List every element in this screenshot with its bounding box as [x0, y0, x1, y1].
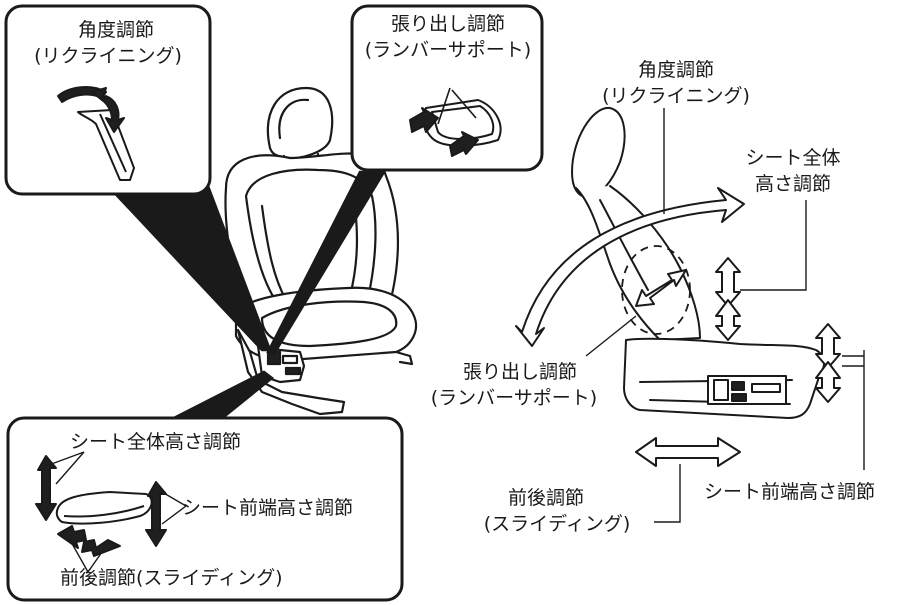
- callout-leaders: [105, 170, 387, 422]
- switch-inset-box: [6, 416, 404, 602]
- lumbar-inset-subtitle: (ランバーサポート): [364, 39, 532, 61]
- slide-side-title: 前後調節: [507, 487, 584, 509]
- height-side-subtitle: 高さ調節: [754, 173, 831, 195]
- side-leaders: [585, 108, 865, 523]
- recline-side-subtitle: (リクライニング): [602, 85, 750, 107]
- recline-side-title: 角度調節: [637, 59, 714, 81]
- lumbar-range-circle: [621, 245, 691, 335]
- lumbar-inset-title: 張り出し調節: [390, 13, 505, 35]
- front-height-side-label: シート前端高さ調節: [704, 481, 876, 503]
- recline-inset-subtitle: (リクライニング): [34, 45, 182, 67]
- recline-lever-icon: [57, 86, 135, 181]
- slide-side-subtitle: (スライディング): [483, 513, 631, 535]
- switch-inset-leaders: [45, 451, 187, 573]
- switch-slide-label: 前後調節(スライディング): [60, 567, 283, 589]
- seat-switch-icon: [35, 455, 167, 557]
- height-side-title: シート全体: [745, 147, 841, 169]
- switch-front-height-label: シート前端高さ調節: [182, 497, 354, 519]
- lumbar-side-subtitle: (ランバーサポート): [430, 387, 598, 409]
- lumbar-switch-icon: [409, 87, 502, 157]
- recline-inset-title: 角度調節: [77, 19, 154, 41]
- side-arrows: [515, 187, 841, 467]
- seat-side-view-illustration: [571, 106, 826, 419]
- switch-height-label: シート全体高さ調節: [70, 431, 242, 453]
- lumbar-side-title: 張り出し調節: [462, 361, 577, 383]
